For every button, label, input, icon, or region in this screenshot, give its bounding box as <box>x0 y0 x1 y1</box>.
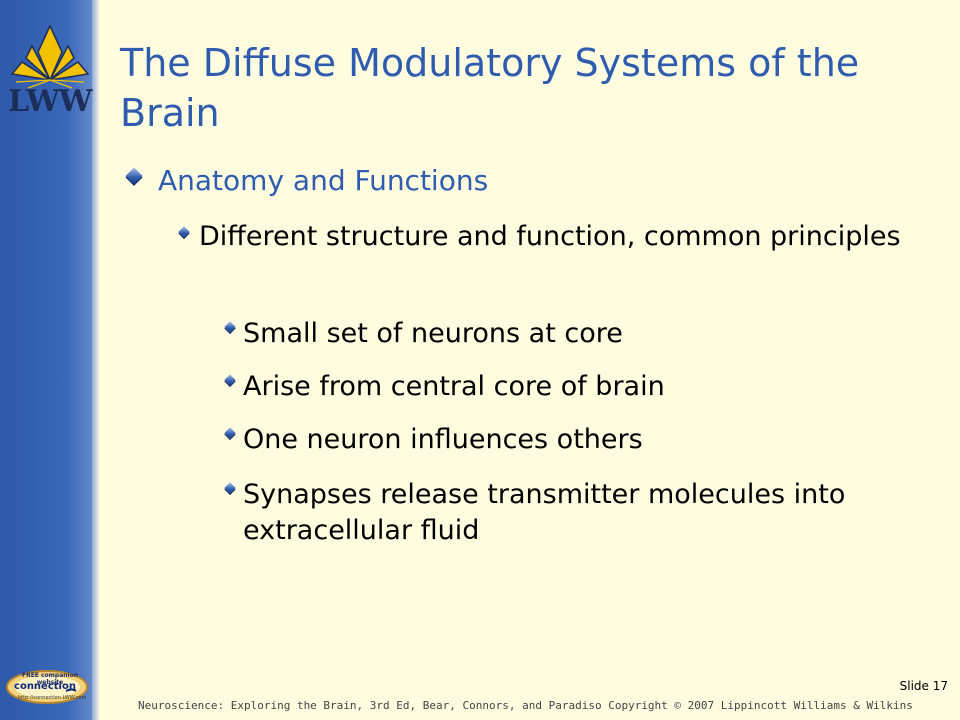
companion-url: http://connection.LWW.com <box>18 695 87 701</box>
slide-title: The Diffuse Modulatory Systems of the Br… <box>120 41 860 135</box>
level3-bullet-icon <box>224 482 236 494</box>
level2-text: Different structure and function, common… <box>199 221 901 252</box>
lww-wordmark: LWW <box>8 84 92 119</box>
companion-top-text: FREE companion website <box>21 672 78 686</box>
level3-item: One neuron influences others <box>243 424 643 455</box>
lww-logo-icon <box>10 24 90 89</box>
sidebar-edge <box>92 0 100 720</box>
level3-bullet-icon <box>224 427 236 439</box>
level1-text: Anatomy and Functions <box>158 164 489 197</box>
companion-badge-icon <box>6 670 88 704</box>
footer-copyright: Neuroscience: Exploring the Brain, 3rd E… <box>138 699 913 712</box>
level3-bullet-icon <box>224 321 236 333</box>
sidebar-panel <box>0 0 96 720</box>
level3-item: Arise from central core of brain <box>243 371 665 402</box>
slide-number: Slide 17 <box>899 679 948 693</box>
level2-bullet-icon <box>178 226 190 238</box>
level3-item: Synapses release transmitter molecules i… <box>243 479 846 546</box>
level1-bullet-icon <box>125 167 143 185</box>
level3-bullet-icon <box>224 374 236 386</box>
level3-item: Small set of neurons at core <box>243 318 623 349</box>
companion-word[interactable]: connection <box>14 681 76 692</box>
